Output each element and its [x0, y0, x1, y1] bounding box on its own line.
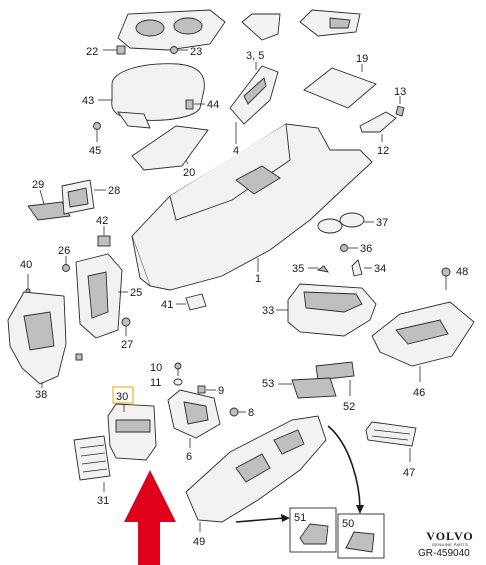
detail-box-51 [289, 507, 337, 553]
brand-logo: VOLVO GENUINE PARTS [418, 530, 482, 547]
callout-51: 51 [294, 512, 306, 524]
callout-48: 48 [456, 266, 468, 278]
bolt-48 [441, 267, 451, 290]
detail-box-50 [337, 513, 385, 559]
side-panel-38 [7, 291, 67, 388]
callout-40: 40 [20, 259, 32, 271]
switch-42 [97, 226, 111, 247]
callout-42: 42 [96, 215, 108, 227]
cup-holder-insert-30 [107, 403, 157, 461]
screw-23 [170, 46, 188, 54]
callout-31: 31 [97, 495, 109, 507]
callout-19: 19 [356, 53, 368, 65]
callout-36: 36 [360, 243, 372, 255]
callout-34: 34 [374, 263, 386, 275]
pointer-to-50 [327, 425, 361, 511]
callout-50: 50 [342, 518, 354, 530]
callout-12: 12 [377, 145, 389, 157]
clip-9 [197, 385, 216, 394]
drawing-number: GR-459040 [418, 548, 470, 559]
mat-20 [131, 125, 209, 171]
bracket-12 [359, 111, 397, 142]
bracket-34 [351, 259, 372, 277]
callout-4: 4 [233, 145, 239, 157]
callout-43: 43 [82, 95, 94, 107]
callout-13: 13 [394, 86, 406, 98]
cover-41 [176, 293, 207, 311]
tray-mat-19 [303, 64, 377, 109]
callout-22: 22 [86, 46, 98, 58]
bezel-28 [61, 179, 106, 215]
bracket-47 [365, 421, 417, 462]
bracket-6 [167, 389, 221, 448]
callout-20: 20 [183, 167, 195, 179]
brand-name: VOLVO [426, 529, 474, 543]
rear-panel-49 [185, 415, 327, 532]
pointer-to-50-head [356, 505, 364, 514]
trim-panel-4 [229, 62, 279, 144]
callout-49: 49 [193, 536, 205, 548]
callout-30: 30 [116, 391, 128, 403]
callout-33: 33 [262, 305, 274, 317]
bolt-44 [185, 99, 205, 110]
highlight-box-30 [112, 386, 134, 404]
screw-36 [340, 244, 358, 252]
callout-37: 37 [376, 217, 388, 229]
nut-8 [229, 407, 246, 417]
bolt-26 [62, 256, 70, 272]
clip-27 [121, 317, 131, 336]
top-small-part [241, 13, 281, 41]
clip-13 [395, 96, 405, 117]
grille-31 [73, 435, 111, 492]
top-cupholder-tray [117, 9, 226, 51]
callout-27: 27 [121, 339, 133, 351]
center-console-1 [131, 123, 373, 291]
screw-45 [93, 122, 101, 142]
callout-8: 8 [248, 407, 254, 419]
callout-35: 35 [292, 263, 304, 275]
pads-37 [317, 212, 374, 234]
washer-11 [173, 378, 183, 386]
pointer-to-51 [235, 517, 285, 523]
callout-41: 41 [161, 299, 173, 311]
armrest-lid-43 [98, 63, 205, 129]
clip-near-38 [75, 353, 83, 361]
callout-53: 53 [262, 378, 274, 390]
callout-29: 29 [32, 179, 44, 191]
frame-29 [27, 189, 71, 221]
callout-23: 23 [190, 46, 202, 58]
pointer-to-51-head [281, 514, 290, 522]
callout-45: 45 [89, 145, 101, 157]
clip-35 [308, 265, 329, 273]
callout-28: 28 [108, 185, 120, 197]
bracket-46 [371, 301, 475, 382]
callout-47: 47 [403, 467, 415, 479]
mat-52 [315, 361, 355, 396]
callout-3-5: 3, 5 [246, 50, 264, 62]
callout-26: 26 [58, 245, 70, 257]
callout-46: 46 [413, 387, 425, 399]
clip-22 [103, 45, 126, 55]
side-bracket-25 [75, 253, 128, 339]
callout-6: 6 [186, 451, 192, 463]
indicator-arrow [124, 470, 176, 565]
insert-53 [278, 377, 337, 399]
callout-38: 38 [35, 389, 47, 401]
callout-9: 9 [218, 385, 224, 397]
callout-10: 10 [150, 362, 162, 374]
callout-1: 1 [255, 273, 261, 285]
brand-tagline: GENUINE PARTS [431, 542, 469, 547]
callout-25: 25 [130, 287, 142, 299]
top-right-bracket [299, 9, 361, 37]
storage-box-33 [276, 283, 377, 337]
screw-10 [174, 362, 182, 376]
callout-52: 52 [343, 401, 355, 413]
callout-44: 44 [207, 99, 219, 111]
callout-11: 11 [150, 377, 161, 389]
